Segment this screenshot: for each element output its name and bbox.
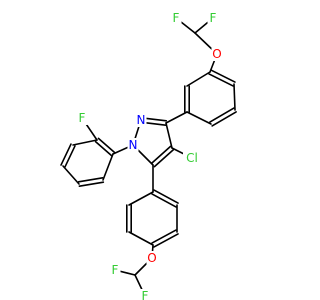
double-bond-line	[153, 233, 179, 248]
double-bond-line	[153, 189, 179, 204]
atom-label-background	[139, 289, 151, 300]
atom-label-o-bottom: O	[147, 251, 156, 265]
double-bond-line	[64, 145, 76, 168]
atom-label-cl: Cl	[186, 151, 198, 165]
single-bond	[62, 165, 80, 185]
double-bond-line	[209, 107, 235, 123]
single-bond	[72, 139, 98, 146]
atom-label-f-top-2: F	[210, 11, 217, 25]
single-bond	[102, 153, 114, 181]
double-bond-line	[150, 145, 172, 165]
single-bond	[128, 231, 154, 246]
single-bond	[128, 191, 154, 206]
atom-label-f-bottom-2: F	[142, 289, 149, 300]
single-bond	[186, 111, 212, 125]
atom-label-background	[109, 263, 121, 277]
single-bond	[165, 122, 173, 149]
double-bond-line	[210, 69, 236, 83]
single-bond	[165, 111, 188, 124]
double-bond-line	[151, 229, 177, 244]
atom-label-background	[211, 47, 223, 61]
atom-label-n2: N	[137, 113, 146, 127]
double-bond-line	[60, 143, 72, 166]
atom-label-o-top: O	[212, 47, 221, 61]
double-bond-line	[77, 177, 104, 183]
double-bond-line	[208, 73, 234, 87]
atom-label-background	[76, 111, 88, 125]
atom-label-background	[207, 11, 219, 25]
double-bond-line	[211, 111, 237, 127]
atom-label-n1: N	[129, 138, 138, 152]
atom-label-f-meta: F	[79, 111, 86, 125]
double-bond-line	[153, 148, 175, 168]
atom-label-background	[146, 251, 158, 265]
double-bond-line	[78, 181, 105, 187]
atom-label-background	[183, 151, 201, 165]
double-bond-line	[94, 140, 113, 157]
atom-label-f-bottom-1: F	[112, 263, 119, 277]
atom-label-background	[127, 138, 139, 152]
atom-label-background	[135, 113, 147, 127]
atom-label-f-top-1: F	[173, 11, 180, 25]
single-bond	[233, 83, 236, 111]
atom-label-background	[170, 11, 182, 25]
double-bond-line	[97, 137, 116, 154]
single-bond	[186, 71, 211, 87]
double-bond-line	[151, 193, 177, 208]
